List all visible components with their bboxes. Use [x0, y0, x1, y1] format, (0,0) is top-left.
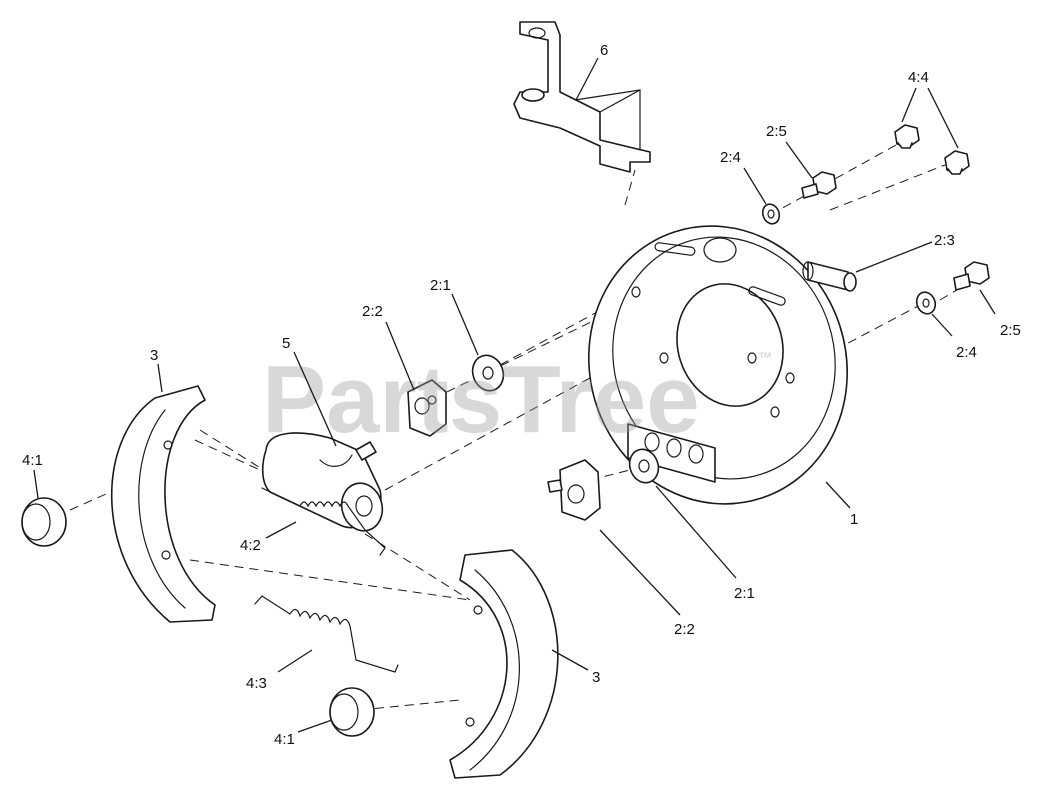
callout-2-5: 2:5	[766, 123, 787, 140]
backing-plate	[588, 225, 848, 505]
callout-4-3: 4:3	[246, 675, 267, 692]
fasteners-upper	[761, 124, 970, 225]
watermark: PartsTree ™	[262, 346, 772, 453]
fasteners-right	[915, 261, 990, 315]
watermark-trademark: ™	[758, 349, 772, 365]
adjuster-cams	[407, 379, 601, 521]
callout-2-4: 2:4	[720, 149, 741, 166]
watermark-text: PartsTree	[262, 346, 700, 453]
leader-lines	[33, 57, 996, 733]
brake-shoe-right	[449, 549, 559, 779]
return-spring-lower	[254, 595, 399, 673]
callout-2-5: 2:5	[1000, 322, 1021, 339]
callout-2-2: 2:2	[674, 621, 695, 638]
callout-2-3: 2:3	[934, 232, 955, 249]
callout-4-4: 4:4	[908, 69, 929, 86]
washers-2-1	[471, 354, 660, 484]
wheel-cylinder	[261, 432, 384, 532]
brake-shoe-left	[111, 385, 216, 623]
callout-2-4: 2:4	[956, 344, 977, 361]
parking-lever	[513, 21, 651, 173]
callout-6: 6	[600, 42, 608, 59]
callout-3: 3	[150, 347, 158, 364]
hold-down-cups	[21, 497, 375, 737]
callout-2-1: 2:1	[430, 277, 451, 294]
adjuster-pin	[802, 261, 857, 292]
callout-4-1: 4:1	[22, 452, 43, 469]
return-spring-upper	[261, 487, 386, 556]
callout-4-1: 4:1	[274, 731, 295, 748]
callout-5: 5	[282, 335, 290, 352]
callout-3: 3	[592, 669, 600, 686]
callout-2-1: 2:1	[734, 585, 755, 602]
callout-1: 1	[850, 511, 858, 528]
callout-4-2: 4:2	[240, 537, 261, 554]
callout-labels: 6 4:4 2:5 2:4 2:3 2:5 2:4 2:1 2:2 5 3 4:…	[22, 42, 1021, 748]
callout-2-2: 2:2	[362, 303, 383, 320]
